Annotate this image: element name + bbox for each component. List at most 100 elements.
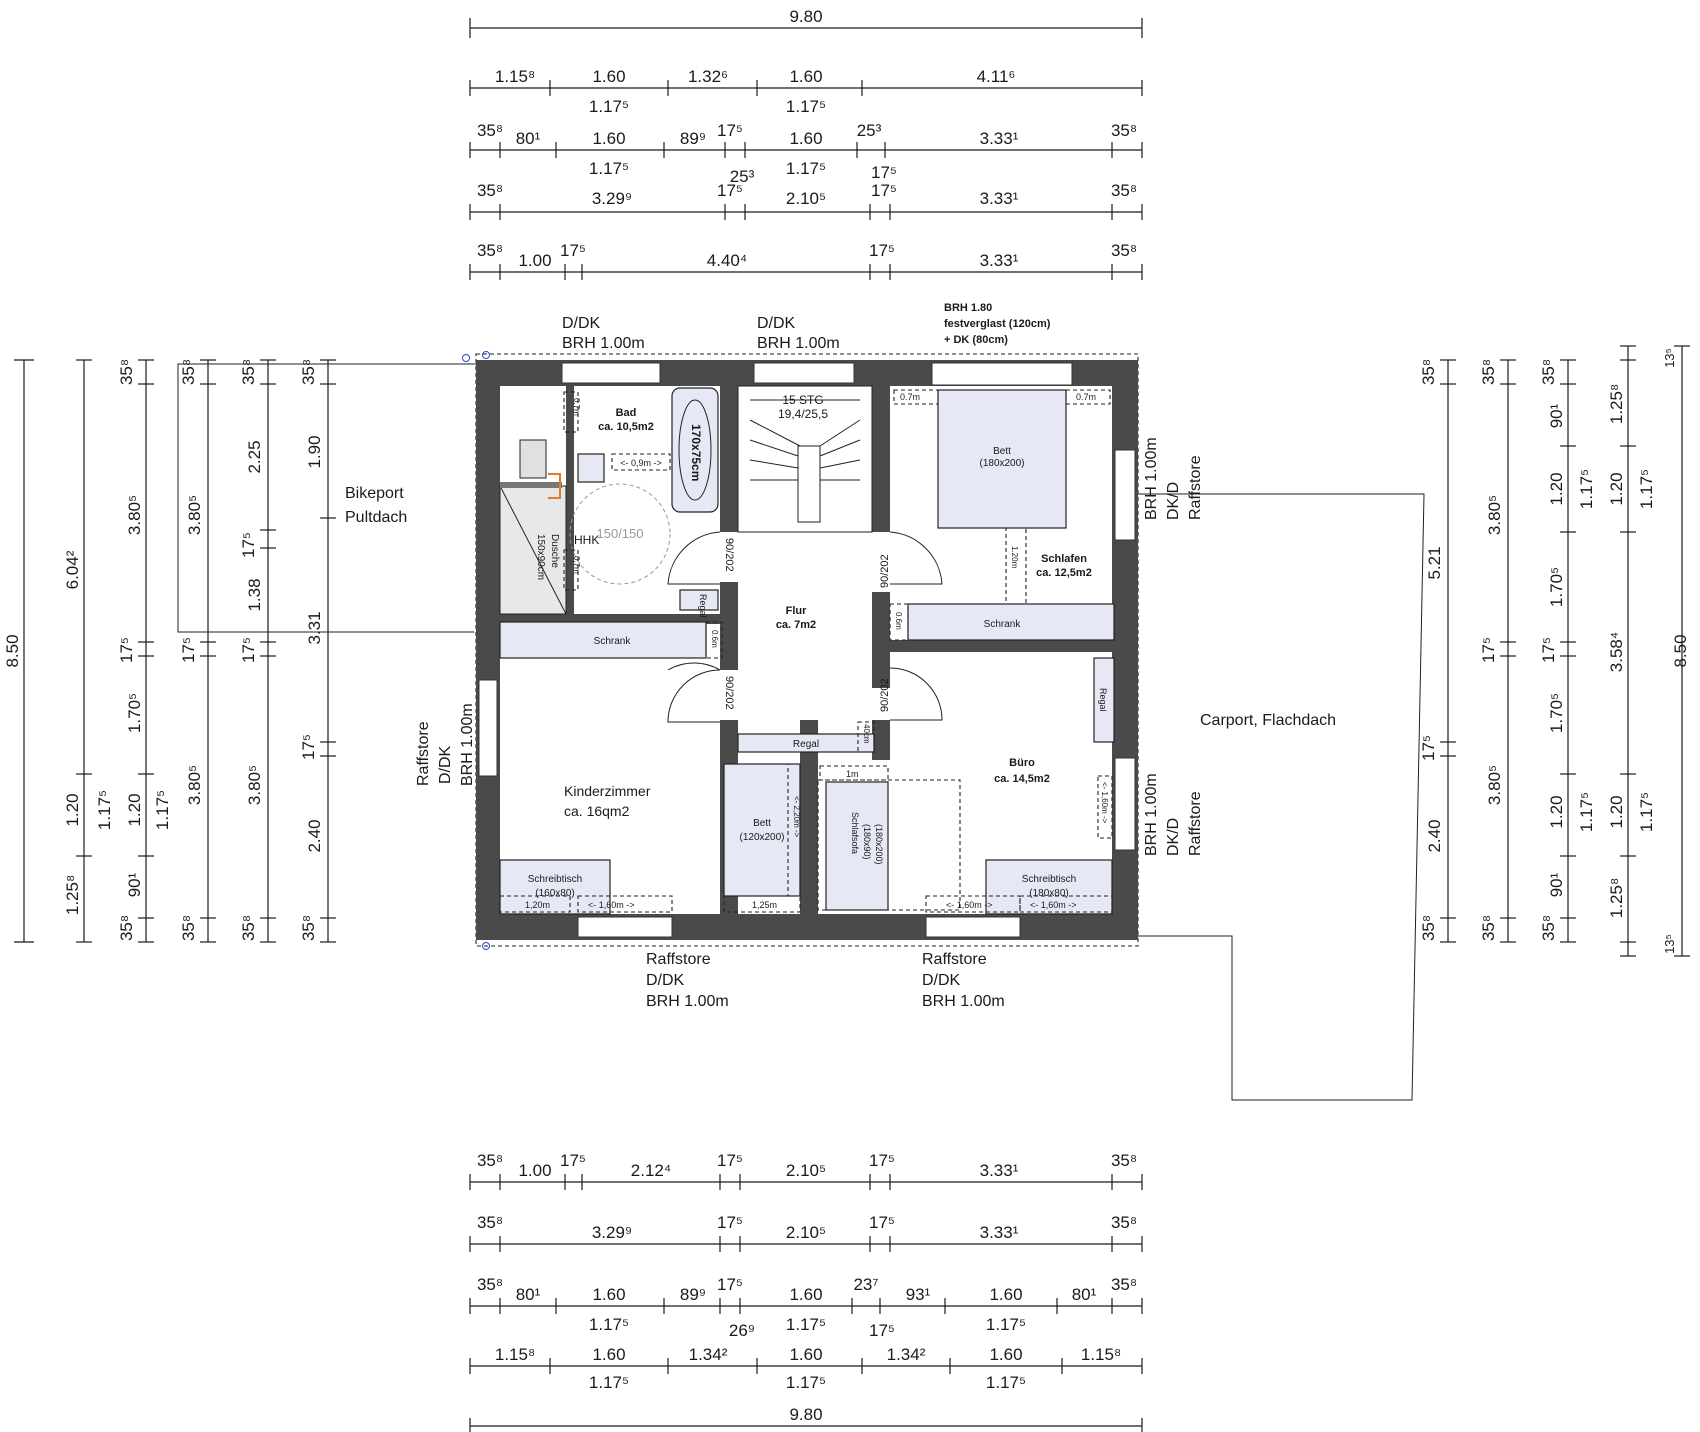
window-label: BRH 1.00m [562,335,645,352]
room-name: Kinderzimmer [564,783,651,799]
dim-label: 1.17⁵ [986,1315,1026,1334]
dim-label: 35⁸ [477,1213,503,1232]
room-name: Büro [1009,757,1035,769]
regal-label: Regal [793,739,819,750]
dim-label: 35⁸ [117,915,136,941]
dim-label: 35⁸ [477,1151,503,1170]
dim-label: 17⁵ [869,1151,895,1170]
window-label: D/DK [922,972,961,989]
dim-label: 1.60 [789,67,822,86]
dim-label: 25³ [857,121,882,140]
dim-label: 35⁸ [477,121,503,140]
dim-label: 3.80⁵ [245,765,264,805]
right-total-dim: 8.50 [1671,634,1690,667]
dim-label: 1.38 [245,578,264,611]
dim-label: 13⁵ [1662,934,1677,954]
window-label: BRH 1.80 [944,302,992,314]
sofa-size-2: (180x200) [874,824,884,865]
clearance-label: 1,20m [525,900,550,910]
room-name: Bad [616,407,637,419]
dim-label: 5.21 [1425,546,1444,579]
dim-label: 3.29⁹ [592,189,632,208]
dim-label: 1.60 [789,129,822,148]
clearance-label: 0,7m [572,556,581,574]
bed-size: (180x200) [979,458,1024,469]
dim-label: 1.17⁵ [1577,469,1596,509]
dim-label: 1.70⁵ [1547,693,1566,733]
dim-label: 17⁵ [717,121,743,140]
window-label: Raffstore [1187,455,1204,520]
room-area: ca. 12,5m2 [1036,567,1092,579]
dim-label: 3.80⁵ [1485,765,1504,805]
dim-label: 35⁸ [1539,359,1558,385]
window-label: Raffstore [922,951,987,968]
dim-label: 1.20 [1607,795,1626,828]
dim-label: 35⁸ [1111,1213,1137,1232]
clearance-label: <- 1,60m -> [588,900,635,910]
dim-label: 1.70⁵ [1547,567,1566,607]
dim-label: 1.25⁸ [1607,878,1626,918]
clearance-label: 0.7m [900,392,920,402]
dim-label: 6.04² [63,550,82,589]
dim-label: 1.20 [125,793,144,826]
window-label: BRH 1.00m [1143,773,1160,856]
desk-label: Schreibtisch [528,874,582,885]
dim-label: 17⁵ [717,1275,743,1294]
dim-label: 3.31 [305,611,324,644]
dim-label: 35⁸ [1419,359,1438,385]
dim-label: 3.33¹ [980,251,1019,270]
room-name: Schlafen [1041,553,1087,565]
dim-label: 1.17⁵ [589,1373,629,1392]
dim-label: 1.15⁸ [495,1345,535,1364]
top-dimension-chains: 9.80 1.15⁸ 1.60 1.32⁶ 1.60 4.11⁶ 1.17⁵ 1… [469,7,1143,280]
stairs: 15 STG 19,4/25,5 [737,385,873,533]
dim-label: 3.33¹ [980,189,1019,208]
dim-label: 1.25⁸ [1607,384,1626,424]
window-label: D/DK [562,315,601,332]
dim-label: 2.12⁴ [631,1161,671,1180]
dim-label: 17⁵ [717,1151,743,1170]
room-schlafen: Bett (180x200) 0.7m 0.7m 1.20m Schlafen … [889,389,1115,641]
desk-size: (180x80) [1029,888,1068,899]
dim-label: 1.17⁵ [589,97,629,116]
dim-label: 93¹ [906,1285,931,1304]
bottom-total-dim: 9.80 [789,1405,822,1424]
dim-label: 35⁸ [117,359,136,385]
dim-label: 3.33¹ [980,129,1019,148]
dim-label: 1.60 [592,1285,625,1304]
dim-label: 2.10⁵ [786,1223,826,1242]
desk-label: Schreibtisch [1022,874,1076,885]
bottom-dimension-chains: 35⁸ 1.00 17⁵ 2.12⁴ 17⁵ 2.10⁵ 17⁵ 3.33¹ 3… [469,1151,1143,1432]
room-buero: Büro ca. 14,5m2 Regal <- 1,60m -> 1m Sch… [817,657,1115,915]
dim-label: 35⁸ [1111,121,1137,140]
dim-label: 35⁸ [179,359,198,385]
window-label: BRH 1.00m [757,335,840,352]
clearance-label: 40cm [862,724,871,744]
window-label: + DK (80cm) [944,334,1008,346]
regal-label: Regal [1098,688,1108,712]
dim-label: 35⁸ [1111,241,1137,260]
dim-label: 35⁸ [477,241,503,260]
dim-label: 1.00 [518,251,551,270]
dim-label: 17⁵ [1419,735,1438,761]
dim-label: 1.17⁵ [95,790,114,830]
door-label: 90/202 [723,538,735,572]
dim-label: 2.10⁵ [786,189,826,208]
dim-label: 90¹ [1547,403,1566,428]
dim-label: 3.80⁵ [125,495,144,535]
dim-label: 1.17⁵ [153,790,172,830]
clearance-label: 1m [846,769,859,779]
dim-label: 1.60 [789,1345,822,1364]
dim-label: 1.70⁵ [125,693,144,733]
clearance-label: <- 0,9m -> [620,458,662,468]
door-label: 90/202 [879,554,891,588]
window-label: BRH 1.00m [1143,437,1160,520]
dim-label: 17⁵ [717,181,743,200]
right-dimension-chains: 35⁸ 5.21 17⁵ 2.40 35⁸ 35⁸ 3.80⁵ 17⁵ 3.80… [1138,345,1690,1101]
window-annotations: D/DK BRH 1.00m D/DK BRH 1.00m BRH 1.80 f… [415,302,1204,1010]
dim-label: 1.60 [989,1345,1022,1364]
dim-label: 3.80⁵ [1485,495,1504,535]
window-label: BRH 1.00m [922,993,1005,1010]
clearance-label: 0.6m [894,612,903,630]
dim-label: 1.15⁸ [1081,1345,1121,1364]
